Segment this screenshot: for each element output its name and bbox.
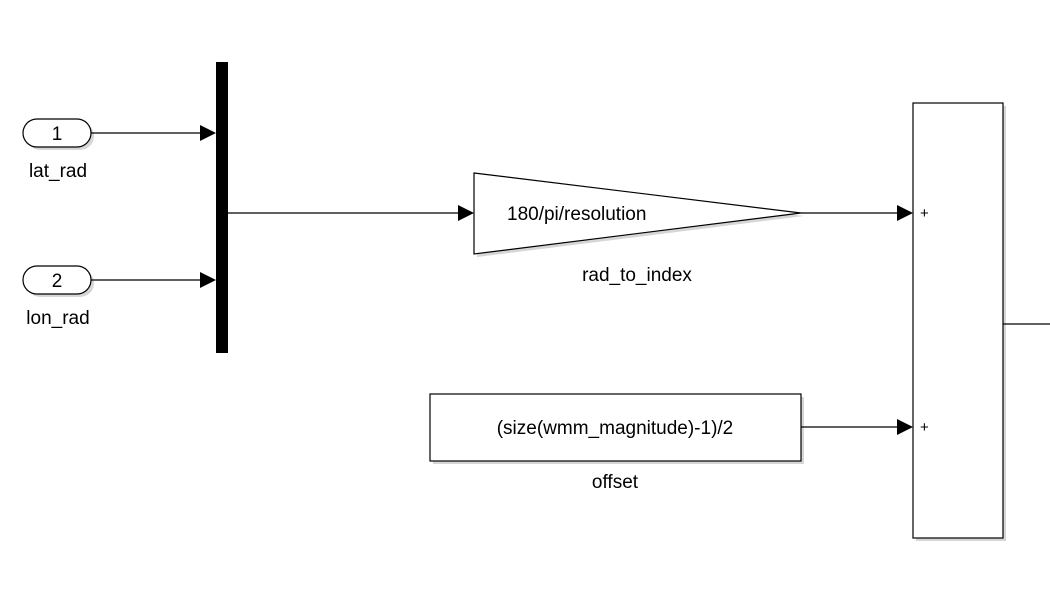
mux-block[interactable] (216, 62, 228, 353)
constant-label: offset (592, 472, 639, 493)
inport-1-block[interactable]: 1 (22, 118, 94, 150)
inport-2-block[interactable]: 2 (22, 265, 94, 297)
constant-block[interactable]: (size(wmm_magnitude)-1)/2 (429, 393, 804, 464)
gain-expression: 180/pi/resolution (507, 204, 646, 225)
signal-line-lon[interactable] (91, 272, 216, 288)
sum-block[interactable]: + + (912, 102, 1006, 541)
inport-1-number: 1 (52, 124, 63, 145)
signal-line-mux-to-gain[interactable] (228, 205, 474, 221)
sum-sign-1: + (920, 205, 929, 222)
inport-2-number: 2 (52, 271, 63, 292)
constant-expression: (size(wmm_magnitude)-1)/2 (497, 418, 734, 439)
gain-label: rad_to_index (582, 265, 692, 286)
inport-1-label: lat_rad (29, 161, 87, 182)
signal-line-lat[interactable] (91, 125, 216, 141)
signal-line-constant-to-sum[interactable] (801, 419, 913, 435)
inport-2-label: lon_rad (26, 308, 89, 329)
signal-line-gain-to-sum[interactable] (801, 205, 913, 221)
sum-sign-2: + (920, 419, 929, 436)
gain-block[interactable]: 180/pi/resolution (473, 172, 804, 257)
